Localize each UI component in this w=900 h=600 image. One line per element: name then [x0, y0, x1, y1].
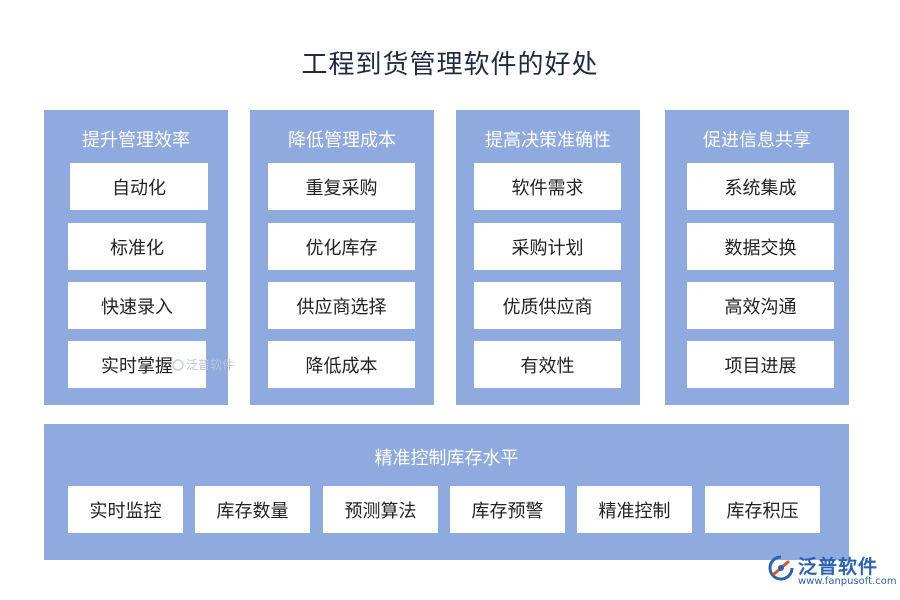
brand-name: 泛普软件 [798, 556, 879, 578]
benefit-box: 数据交换 [687, 223, 834, 270]
benefit-box: 降低成本 [268, 341, 415, 388]
diagram-title: 工程到货管理软件的好处 [301, 50, 599, 80]
column-heading: 促进信息共享 [703, 130, 811, 151]
column-reduce-cost: 降低管理成本 重复采购 优化库存 供应商选择 降低成本 [250, 110, 434, 405]
benefit-box: 快速录入 [68, 282, 206, 329]
brand-logo-icon [768, 555, 794, 581]
inventory-box: 库存数量 [195, 486, 310, 533]
panel-inventory-control: 精准控制库存水平 实时监控 库存数量 预测算法 库存预警 精准控制 库存积压 [44, 424, 849, 560]
inventory-box: 库存积压 [705, 486, 820, 533]
benefit-box: 自动化 [70, 163, 208, 210]
inventory-box: 实时监控 [68, 486, 183, 533]
column-heading: 提高决策准确性 [485, 130, 611, 151]
inventory-box: 库存预警 [450, 486, 565, 533]
brand-url: www.fanpusoft.com [798, 576, 897, 587]
inventory-box: 精准控制 [577, 486, 692, 533]
watermark-logo-icon [172, 358, 184, 371]
column-info-sharing: 促进信息共享 系统集成 数据交换 高效沟通 项目进展 [665, 110, 849, 405]
brand-logo: 泛普软件 www.fanpusoft.com [768, 552, 897, 596]
benefit-box: 优质供应商 [474, 282, 621, 329]
column-heading: 降低管理成本 [288, 130, 396, 151]
benefit-box: 采购计划 [474, 223, 621, 270]
benefit-box: 软件需求 [474, 163, 621, 210]
watermark: 泛普软件 [172, 356, 234, 373]
panel-heading: 精准控制库存水平 [374, 448, 519, 469]
benefit-box: 高效沟通 [687, 282, 834, 329]
column-decision-accuracy: 提高决策准确性 软件需求 采购计划 优质供应商 有效性 [456, 110, 640, 405]
column-heading: 提升管理效率 [82, 130, 190, 151]
inventory-box: 预测算法 [323, 486, 438, 533]
benefit-box: 项目进展 [687, 341, 834, 388]
benefit-box: 优化库存 [268, 223, 415, 270]
benefit-box: 标准化 [68, 223, 206, 270]
column-improve-efficiency: 提升管理效率 自动化 标准化 快速录入 实时掌握 [44, 110, 228, 405]
benefit-box: 有效性 [474, 341, 621, 388]
benefit-box: 系统集成 [687, 163, 834, 210]
benefit-box: 重复采购 [268, 163, 415, 210]
benefit-box: 供应商选择 [268, 282, 415, 329]
watermark-text: 泛普软件 [186, 358, 235, 372]
